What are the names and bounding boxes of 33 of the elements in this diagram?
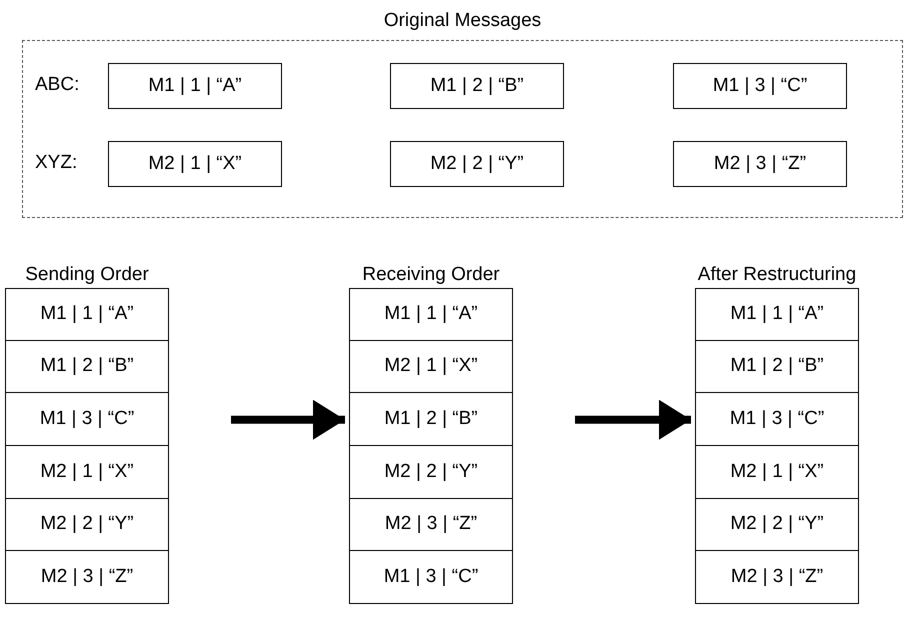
message-cell: M1 | 2 | “B” [5, 340, 169, 394]
message-cell: M1 | 3 | “C” [695, 392, 859, 446]
message-cell: M2 | 2 | “Y” [695, 498, 859, 552]
message-cell: M2 | 2 | “Y” [349, 445, 513, 499]
column-heading: Receiving Order [361, 263, 501, 287]
message-box: M2 | 2 | “Y” [390, 141, 564, 187]
message-cell: M1 | 2 | “B” [349, 392, 513, 446]
column-heading: Sending Order [24, 263, 150, 287]
message-cell: M2 | 1 | “X” [5, 445, 169, 499]
message-cell: M2 | 3 | “Z” [349, 498, 513, 552]
group-heading: Original Messages [382, 9, 542, 33]
row-label: ABC: [35, 73, 80, 97]
message-box: M1 | 1 | “A” [108, 63, 282, 109]
message-box: M1 | 2 | “B” [390, 63, 564, 109]
row-label: XYZ: [35, 151, 78, 175]
message-cell: M2 | 1 | “X” [695, 445, 859, 499]
message-box: M1 | 3 | “C” [673, 63, 847, 109]
message-cell: M2 | 1 | “X” [349, 340, 513, 394]
message-cell: M2 | 3 | “Z” [5, 550, 169, 604]
message-cell: M2 | 2 | “Y” [5, 498, 169, 552]
dashed-group-box [22, 40, 903, 218]
arrow [231, 400, 345, 440]
message-cell: M1 | 1 | “A” [5, 288, 169, 341]
arrow [575, 400, 691, 440]
message-cell: M1 | 1 | “A” [695, 288, 859, 341]
message-cell: M1 | 3 | “C” [349, 550, 513, 604]
message-cell: M2 | 3 | “Z” [695, 550, 859, 604]
message-cell: M1 | 3 | “C” [5, 392, 169, 446]
message-box: M2 | 1 | “X” [108, 141, 282, 187]
message-box: M2 | 3 | “Z” [673, 141, 847, 187]
column-heading: After Restructuring [696, 263, 858, 287]
message-cell: M1 | 2 | “B” [695, 340, 859, 394]
message-cell: M1 | 1 | “A” [349, 288, 513, 341]
